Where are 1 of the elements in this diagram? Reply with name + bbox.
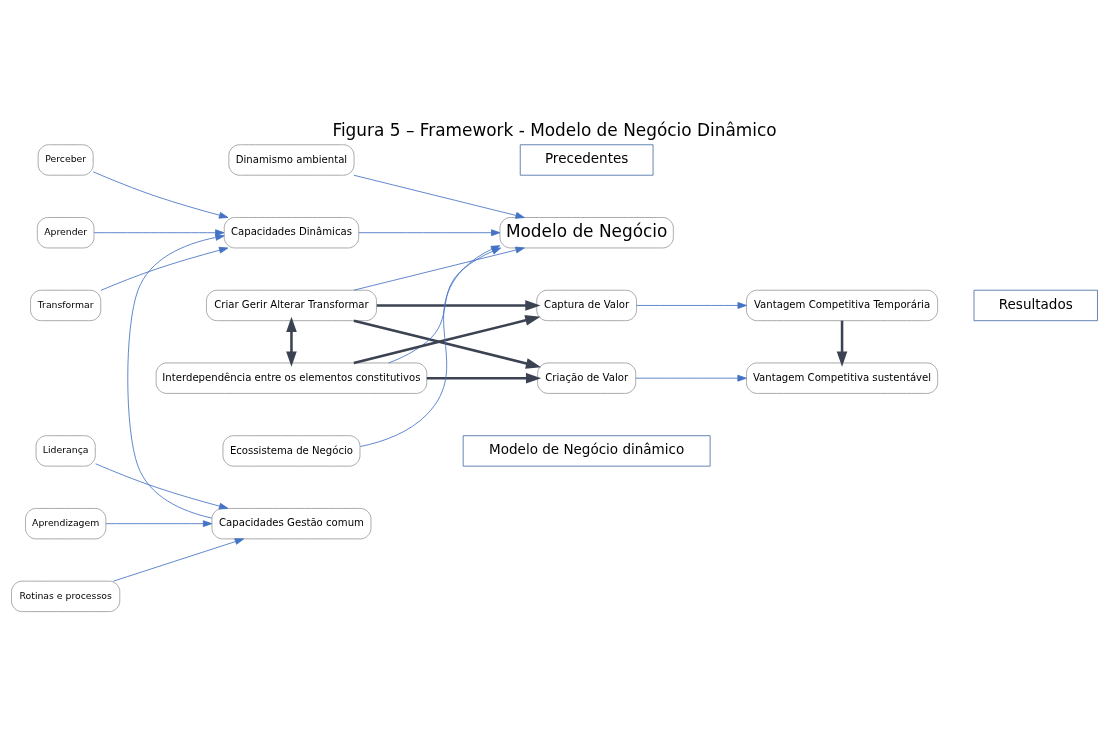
- diagram-title: Figura 5 – Framework - Modelo de Negócio Dinâmico: [332, 120, 777, 141]
